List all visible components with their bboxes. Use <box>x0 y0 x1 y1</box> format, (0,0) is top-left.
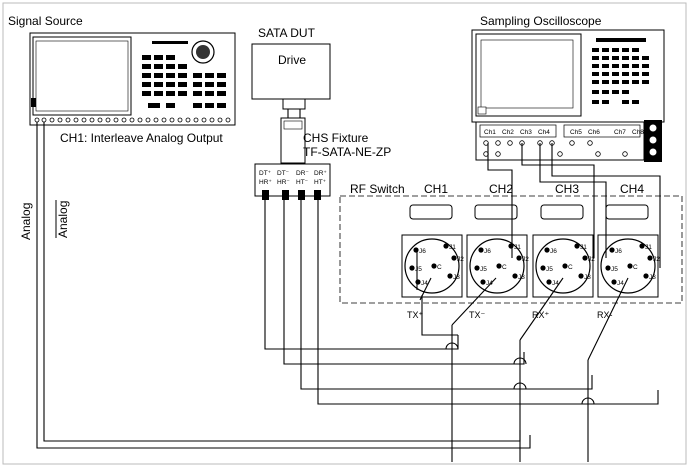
rf-switch-ch2-label: CH2 <box>489 182 513 196</box>
connector-pin-label: J5 <box>480 266 487 273</box>
connector-pin-label: J4 <box>617 280 624 287</box>
tx-plus-label: TX⁺ <box>407 310 424 320</box>
dut-fixture-cable <box>280 109 306 164</box>
connector-pin-label: J2 <box>457 256 464 263</box>
connector-pin-label: J4 <box>552 280 559 287</box>
connector-pin-label: J2 <box>522 256 529 263</box>
ch1-output-label: CH1: Interleave Analog Output <box>60 131 223 145</box>
fixture-name-label: CHS Fixture <box>303 131 369 145</box>
connector-pin-label: C <box>502 264 507 271</box>
rf-switch-label: RF Switch <box>350 182 405 196</box>
tx-minus-label: TX⁻ <box>469 310 486 320</box>
connector-pin-label: J6 <box>550 248 557 255</box>
connector-pin-label: J1 <box>449 244 456 251</box>
connector-pin-label: J4 <box>486 280 493 287</box>
connector-pin-label: J3 <box>453 274 460 281</box>
scope-channel-label: Ch7 <box>614 129 626 136</box>
fixture-port-4-top: DR⁺ <box>314 170 327 177</box>
rf-switch-ch3-label: CH3 <box>555 182 579 196</box>
sata-dut-label: SATA DUT <box>258 26 316 40</box>
scope-channel-label: Ch1 <box>484 129 496 136</box>
connector-pin-label: J2 <box>653 256 660 263</box>
fixture-port-1-top: DT⁺ <box>259 170 272 177</box>
rx-minus-label: RX- <box>597 310 613 320</box>
scope-channel-label: Ch3 <box>520 129 532 136</box>
drive-label: Drive <box>278 53 306 67</box>
sata-drive <box>251 43 331 110</box>
oscilloscope-label: Sampling Oscilloscope <box>480 14 602 28</box>
analog-label: Analog <box>19 203 33 240</box>
connector-pin-label: J1 <box>514 244 521 251</box>
signal-source-instrument <box>29 32 236 126</box>
connector-pin-label: J3 <box>518 274 525 281</box>
connector-pin-label: J6 <box>615 248 622 255</box>
rf-switch-ch1-label: CH1 <box>424 182 448 196</box>
connector-pin-label: C <box>633 264 638 271</box>
connector-pin-label: J3 <box>649 274 656 281</box>
fixture-port-1-bottom: HR⁺ <box>259 179 272 186</box>
connector-pin-label: J1 <box>580 244 587 251</box>
scope-channel-label: Ch2 <box>502 129 514 136</box>
scope-channel-label: Ch4 <box>538 129 550 136</box>
fixture-port-2-bottom: HR⁻ <box>277 179 290 186</box>
connector-pin-label: J4 <box>421 280 428 287</box>
chs-fixture: DT⁺ HR⁺ DT⁻ HR⁻ DR⁻ HT⁻ DR⁺ HT⁺ <box>254 163 331 200</box>
scope-channel-label: Ch8 <box>632 129 644 136</box>
cable-wiring <box>36 122 661 462</box>
connector-pin-label: J2 <box>588 256 595 263</box>
scope-channel-labels: Ch1 Ch2 Ch3 Ch4 Ch5 Ch6 Ch7 Ch8 <box>484 129 644 136</box>
connector-pin-label: J6 <box>419 248 426 255</box>
connector-pin-label: J6 <box>484 248 491 255</box>
scope-channel-label: Ch5 <box>570 129 582 136</box>
connector-pin-label: J5 <box>546 266 553 273</box>
fixture-part-label: TF-SATA-NE-ZP <box>303 145 391 159</box>
connector-pin-label: J1 <box>645 244 652 251</box>
analog-bar-label: Analog <box>56 201 70 238</box>
connector-pin-label: J5 <box>415 266 422 273</box>
sampling-oscilloscope <box>471 29 665 162</box>
connector-pin-label: J5 <box>611 266 618 273</box>
fixture-port-3-top: DR⁻ <box>296 170 309 177</box>
fixture-port-3-bottom: HT⁻ <box>296 179 309 186</box>
rf-switch-units: J1J2J3J4J5J6CJ1J2J3J4J5J6CJ1J2J3J4J5J6CJ… <box>401 204 660 298</box>
rx-plus-label: RX⁺ <box>532 310 550 320</box>
connector-pin-label: C <box>568 264 573 271</box>
connector-pin-label: J3 <box>584 274 591 281</box>
fixture-port-2-top: DT⁻ <box>277 170 290 177</box>
scope-channel-label: Ch6 <box>588 129 600 136</box>
fixture-port-4-bottom: HT⁺ <box>314 179 327 186</box>
signal-source-label: Signal Source <box>8 14 83 28</box>
rf-switch-outline <box>339 195 683 304</box>
rf-switch-ch4-label: CH4 <box>620 182 644 196</box>
connector-pin-label: C <box>437 264 442 271</box>
